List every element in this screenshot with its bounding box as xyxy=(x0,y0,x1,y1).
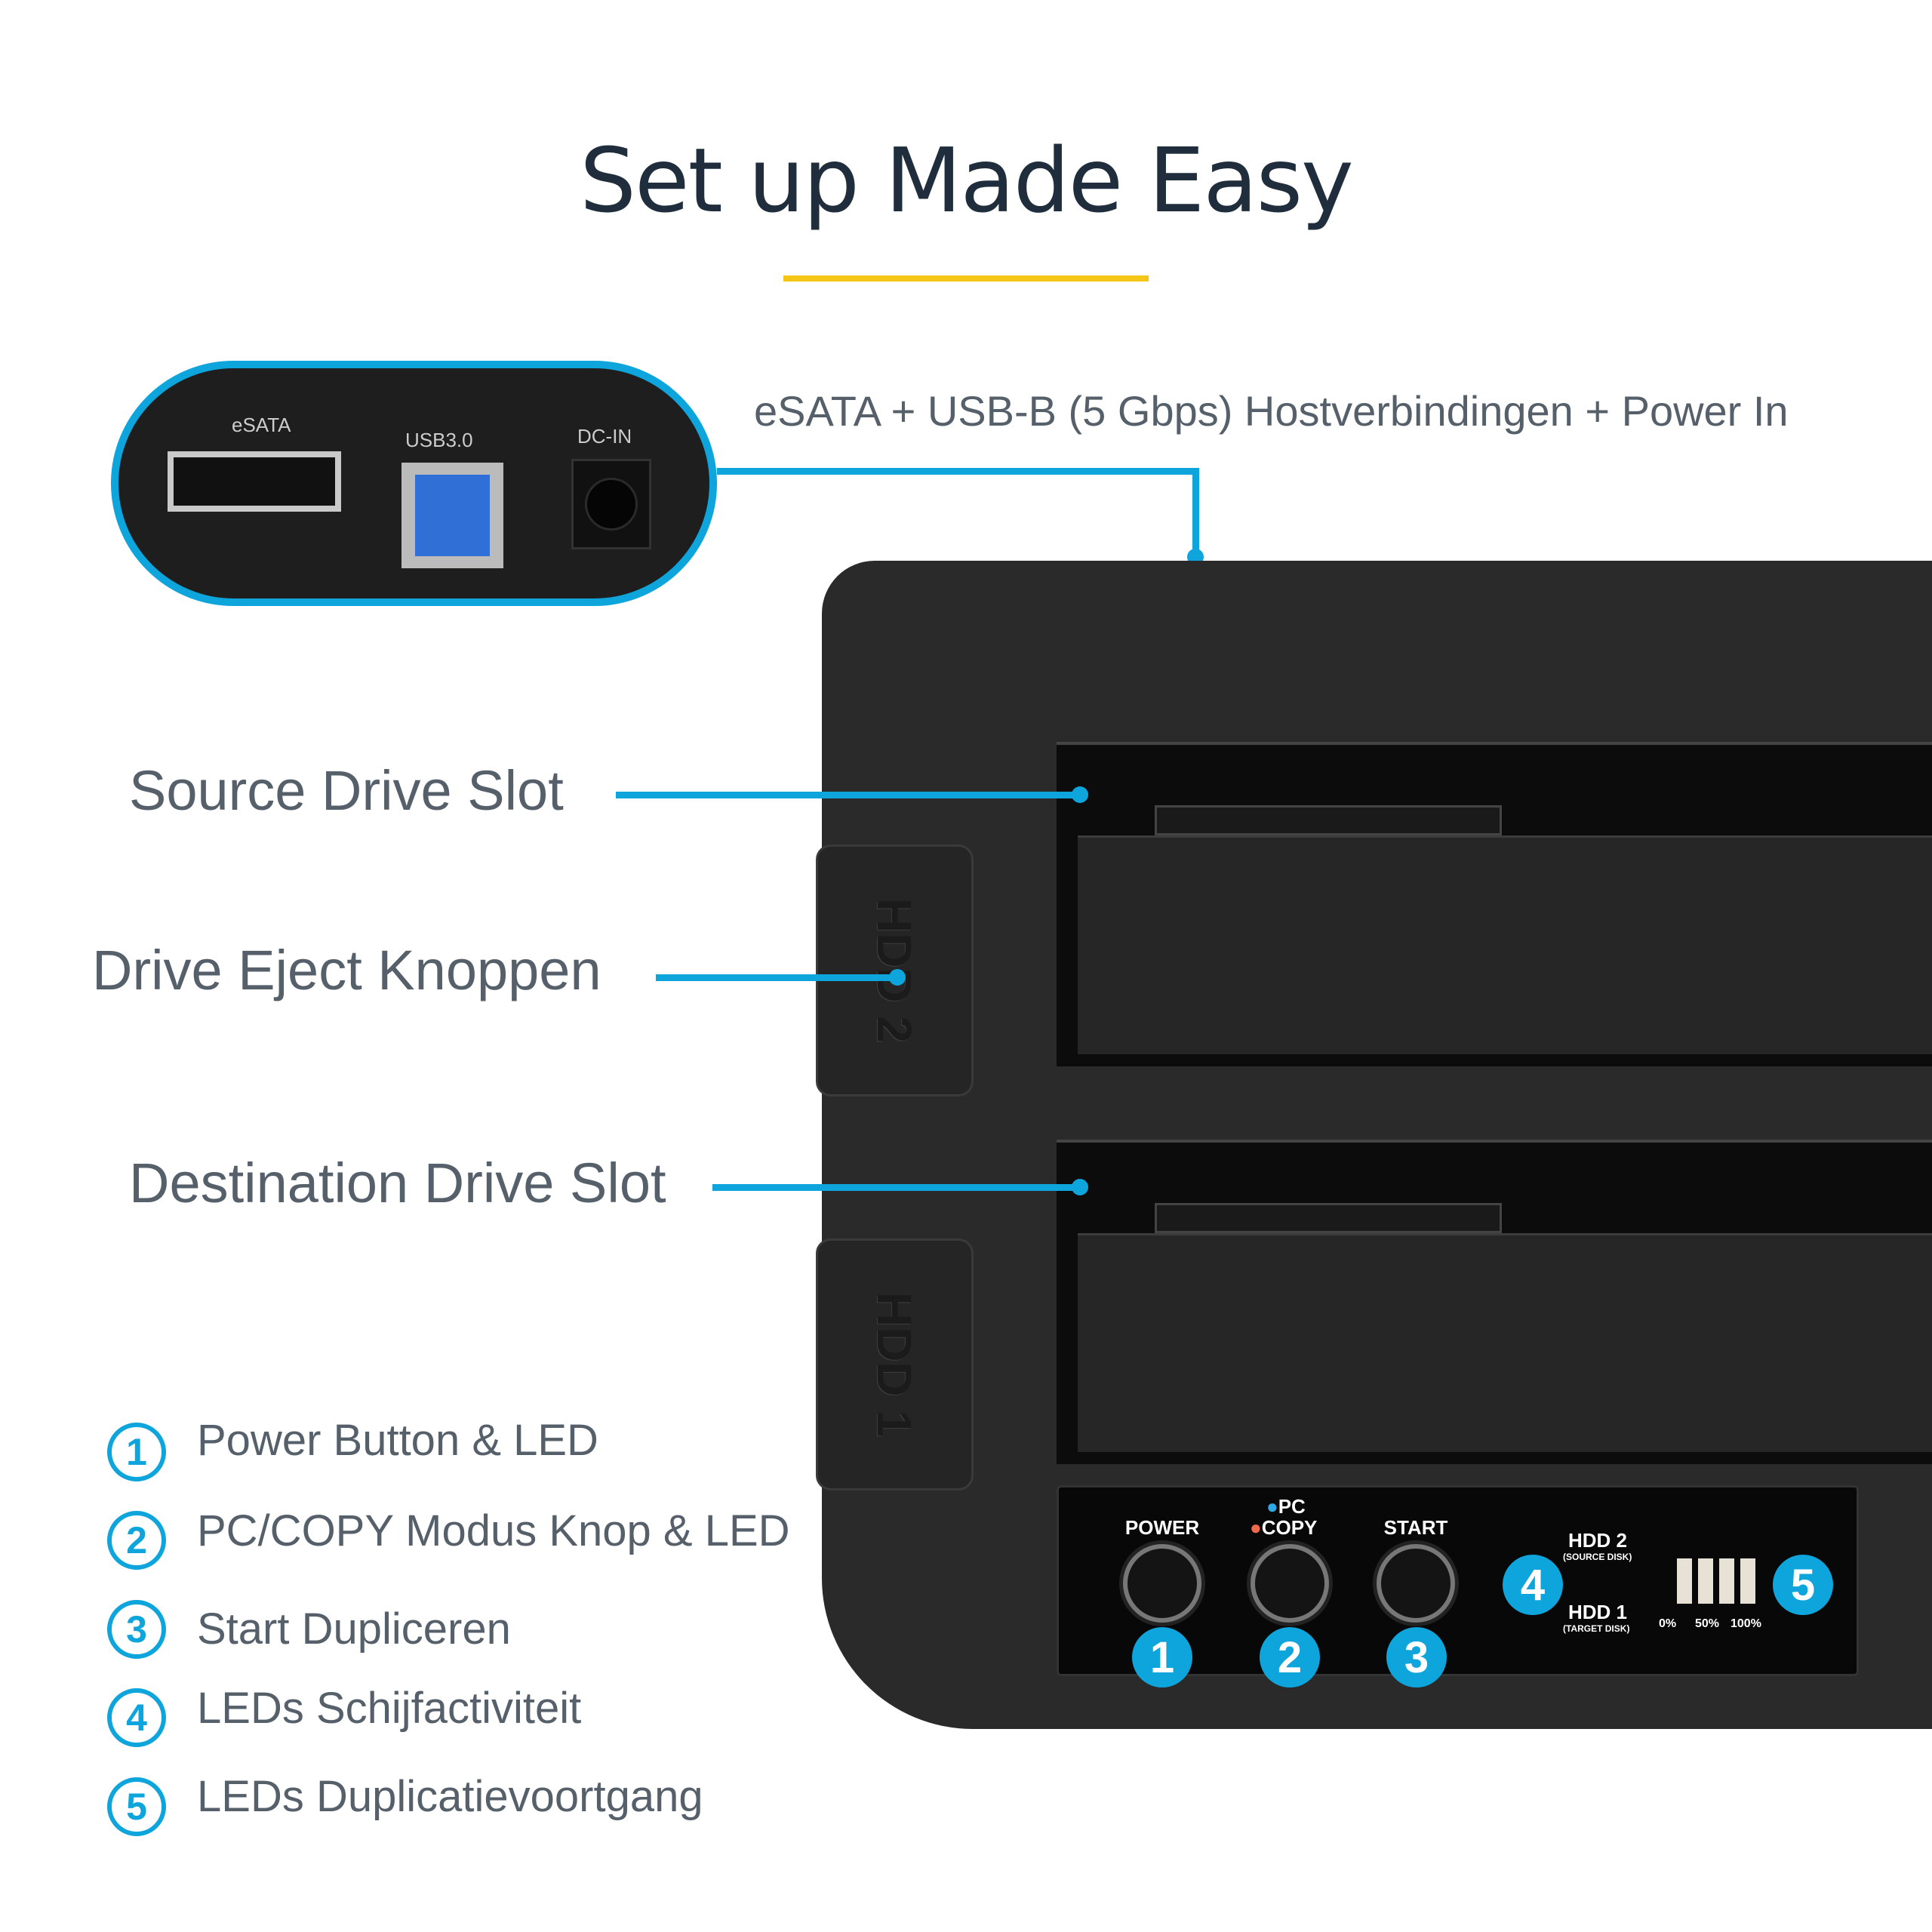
pc-label: ●PC xyxy=(1266,1495,1306,1518)
badge-5: 5 xyxy=(1773,1555,1833,1615)
source-slot-label: Source Drive Slot xyxy=(129,759,564,822)
pc-copy-mode-button[interactable] xyxy=(1251,1544,1329,1623)
legend-number: 2 xyxy=(107,1511,166,1570)
legend-number: 3 xyxy=(107,1600,166,1659)
eject-button-hdd1[interactable]: HDD 1 xyxy=(816,1238,974,1491)
badge-4: 4 xyxy=(1503,1555,1563,1615)
usb-b-port xyxy=(401,463,503,568)
legend-item: Start Dupliceren xyxy=(197,1604,511,1654)
hdd1-led-label: HDD 1 xyxy=(1568,1601,1628,1623)
ports-caption: eSATA + USB-B (5 Gbps) Hostverbindingen … xyxy=(754,387,1789,435)
badge-2: 2 xyxy=(1260,1627,1320,1687)
destination-slot-label: Destination Drive Slot xyxy=(129,1152,666,1214)
legend-item: Power Button & LED xyxy=(197,1416,598,1465)
copy-label: ●COPY xyxy=(1250,1516,1318,1539)
esata-label: eSATA xyxy=(232,414,291,436)
title-underline xyxy=(783,275,1149,281)
dcin-label: DC-IN xyxy=(577,425,632,448)
start-button[interactable] xyxy=(1377,1544,1455,1623)
progress-leds xyxy=(1673,1558,1758,1607)
eject-label: Drive Eject Knoppen xyxy=(92,939,601,1001)
start-label: START xyxy=(1383,1516,1448,1539)
power-label: POWER xyxy=(1124,1516,1200,1539)
legend-item: LEDs Duplicatievoortgang xyxy=(197,1772,703,1821)
hdd2-led-label: HDD 2 xyxy=(1568,1529,1628,1552)
usb-label: USB3.0 xyxy=(405,429,473,451)
legend-number: 5 xyxy=(107,1777,166,1836)
legend-item: LEDs Schijfactiviteit xyxy=(197,1684,582,1733)
badge-1: 1 xyxy=(1132,1627,1192,1687)
legend-number: 4 xyxy=(107,1688,166,1747)
control-panel: POWER ●PC ●COPY START 1 2 3 4 HDD 2 (SOU… xyxy=(1057,1485,1859,1687)
badge-3: 3 xyxy=(1386,1627,1447,1687)
power-button[interactable] xyxy=(1123,1544,1201,1623)
legend-number: 1 xyxy=(107,1423,166,1481)
legend-item: PC/COPY Modus Knop & LED xyxy=(197,1506,790,1555)
page-title: Set up Made Easy xyxy=(580,128,1354,232)
source-drive-slot xyxy=(1057,742,1932,1066)
ports-inset: eSATA USB3.0 DC-IN xyxy=(111,361,717,606)
esata-port xyxy=(168,451,341,512)
destination-drive-slot xyxy=(1057,1140,1932,1464)
dc-jack xyxy=(571,459,651,549)
